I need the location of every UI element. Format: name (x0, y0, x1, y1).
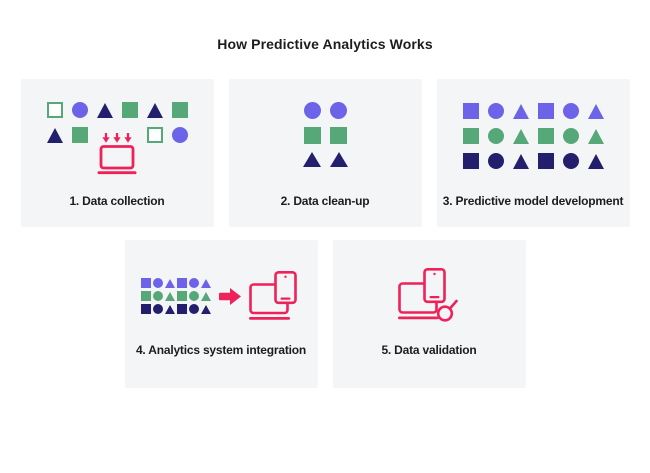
shape-grid (141, 278, 211, 314)
shape-grid (46, 102, 188, 118)
circle-shape (189, 304, 199, 314)
panel-data-validation: 5. Data validation (332, 240, 526, 388)
triangle-shape (512, 129, 529, 144)
model-development-illustration (437, 103, 630, 169)
triangle-shape (165, 279, 175, 288)
circle-shape (189, 278, 199, 288)
panel-predictive-model-development: 3. Predictive model development (436, 79, 630, 227)
panels-row-top: 1. Data collection 2. Data clean-up 3. P… (0, 79, 650, 227)
square-shape (171, 102, 188, 118)
laptop-icon (97, 145, 137, 175)
triangle-shape (201, 292, 211, 301)
square-outline-shape (46, 102, 63, 118)
triangle-shape (587, 154, 604, 169)
square-shape (141, 304, 151, 314)
circle-shape (303, 102, 321, 119)
arrow-down-icon (102, 133, 110, 143)
triangle-shape (146, 103, 163, 118)
triangle-shape (46, 128, 63, 143)
triangle-shape (165, 292, 175, 301)
square-shape (177, 304, 187, 314)
square-shape (141, 278, 151, 288)
square-shape (537, 103, 554, 119)
data-collection-illustration (46, 102, 188, 175)
laptop-phone-icon (249, 271, 297, 320)
triangle-shape (201, 305, 211, 314)
circle-shape (487, 103, 504, 119)
panel-label: 5. Data validation (381, 343, 477, 357)
download-arrows-icon (97, 126, 138, 143)
page-title: How Predictive Analytics Works (217, 36, 433, 52)
triangle-shape (587, 129, 604, 144)
square-shape (177, 291, 187, 301)
data-clean-up-illustration (229, 102, 422, 167)
panel-label: 3. Predictive model development (442, 194, 624, 208)
panel-label: 1. Data collection (69, 194, 165, 208)
square-shape (121, 102, 138, 118)
triangle-shape (201, 279, 211, 288)
panel-label: 2. Data clean-up (280, 194, 370, 208)
laptop-phone-magnifier-icon (398, 268, 458, 322)
circle-shape (487, 128, 504, 144)
circle-shape (71, 102, 88, 118)
square-outline-shape (146, 127, 163, 143)
arrow-right-icon (219, 287, 241, 305)
triangle-shape (512, 154, 529, 169)
panel-label: 4. Analytics system integration (135, 343, 307, 357)
panel-data-clean-up: 2. Data clean-up (228, 79, 422, 227)
triangle-shape (165, 305, 175, 314)
triangle-shape (302, 152, 321, 167)
triangle-shape (329, 152, 348, 167)
shape-grid (46, 127, 88, 143)
data-validation-illustration (333, 268, 526, 322)
triangle-shape (587, 104, 604, 119)
circle-shape (153, 304, 163, 314)
circle-shape (171, 127, 188, 143)
square-shape (462, 103, 479, 119)
square-shape (462, 128, 479, 144)
shape-grid (146, 127, 188, 143)
panel-data-collection: 1. Data collection (20, 79, 214, 227)
panels-row-bottom: 4. Analytics system integration 5. Data … (0, 240, 650, 388)
square-shape (71, 127, 88, 143)
circle-shape (153, 291, 163, 301)
square-shape (303, 127, 321, 144)
circle-shape (329, 102, 347, 119)
arrow-down-icon (124, 133, 132, 143)
arrow-down-icon (113, 133, 121, 143)
circle-shape (562, 153, 579, 169)
square-shape (177, 278, 187, 288)
panel-analytics-system-integration: 4. Analytics system integration (124, 240, 318, 388)
square-shape (537, 128, 554, 144)
circle-shape (562, 103, 579, 119)
square-shape (462, 153, 479, 169)
circle-shape (153, 278, 163, 288)
system-integration-illustration (125, 271, 318, 321)
triangle-shape (512, 104, 529, 119)
triangle-shape (96, 103, 113, 118)
circle-shape (189, 291, 199, 301)
square-shape (329, 127, 347, 144)
square-shape (537, 153, 554, 169)
square-shape (141, 291, 151, 301)
circle-shape (487, 153, 504, 169)
circle-shape (562, 128, 579, 144)
